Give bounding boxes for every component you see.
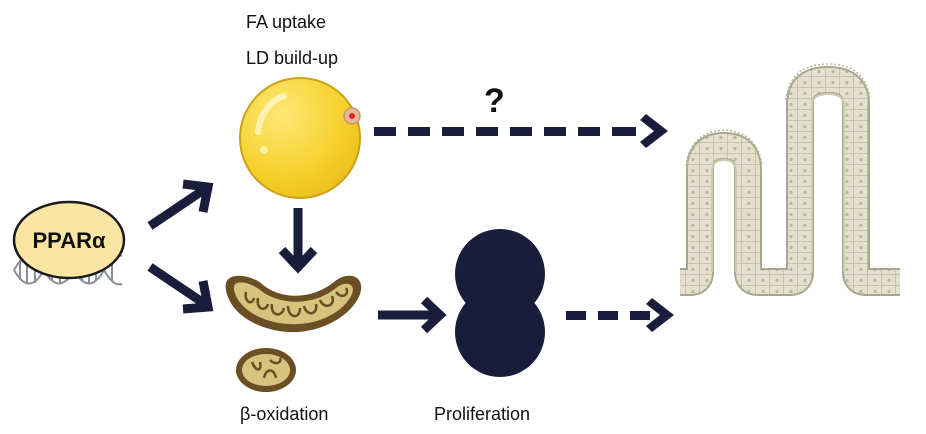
label-ld-buildup: LD build-up [246, 48, 338, 68]
intestinal-villi-icon [676, 63, 900, 296]
arrow-lipid-droplet-to-mitochondria [278, 208, 318, 274]
dashed-arrow-proliferation-to-villi [566, 298, 674, 332]
arrow-mitochondria-to-proliferation [378, 296, 447, 334]
arrow-ppara-to-mitochondria [147, 263, 214, 314]
dividing-cell-icon [455, 229, 545, 377]
ppara-label: PPARα [32, 228, 105, 253]
ppara-dna-icon [12, 200, 126, 286]
question-mark: ? [484, 82, 505, 120]
mitochondria-icon [225, 275, 362, 392]
lipid-droplet-icon [239, 77, 361, 199]
arrow-ppara-to-lipid-droplet [147, 179, 214, 230]
label-beta-oxidation: β-oxidation [240, 404, 328, 424]
dashed-arrow-lipid-droplet-to-villi [374, 114, 668, 148]
label-fa-uptake: FA uptake [246, 12, 326, 32]
label-proliferation: Proliferation [434, 404, 530, 424]
